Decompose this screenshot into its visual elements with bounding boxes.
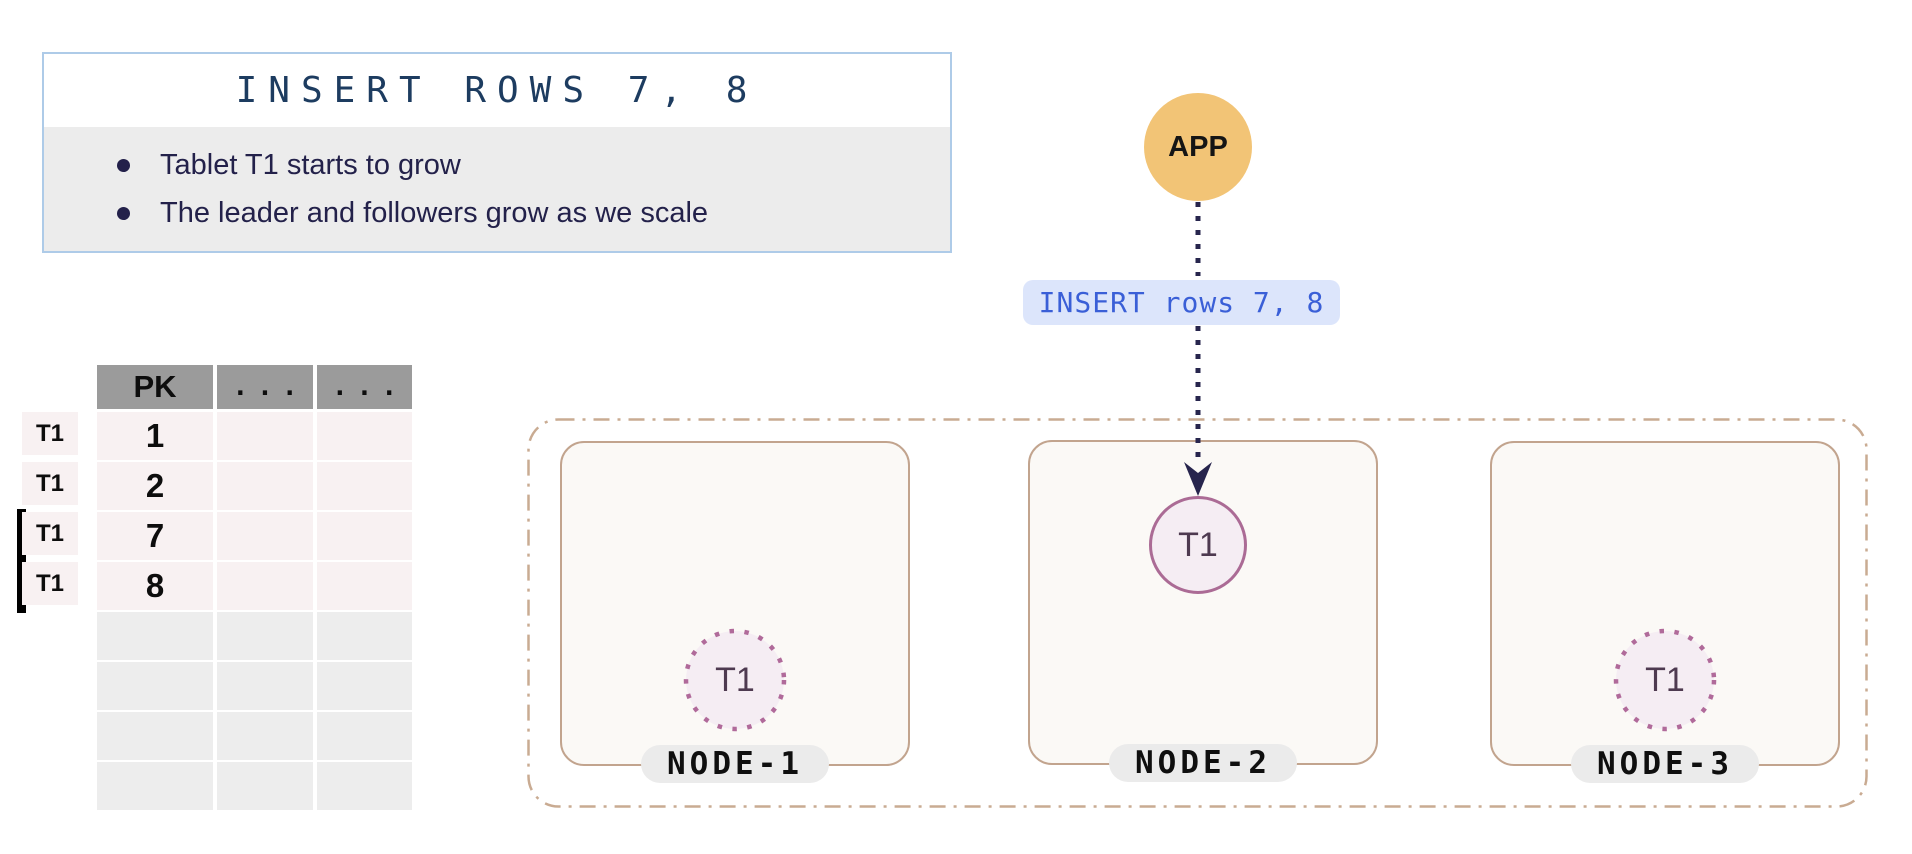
pk-cell: 1 bbox=[97, 412, 213, 460]
table-row-new: T1 7 bbox=[17, 509, 412, 563]
tablet-chip: T1 bbox=[22, 512, 78, 555]
node-2-label: NODE-2 bbox=[1109, 744, 1297, 782]
column-header-ellipsis: ... bbox=[217, 365, 313, 409]
bullet-text: The leader and followers grow as we scal… bbox=[160, 197, 709, 229]
node-2: T1 NODE-2 bbox=[1028, 440, 1378, 782]
bullet-text: Tablet T1 starts to grow bbox=[160, 149, 461, 181]
data-cell bbox=[317, 462, 412, 510]
tablet-t1-follower: T1 bbox=[683, 628, 787, 732]
empty-cell bbox=[217, 662, 313, 710]
new-row-marker bbox=[17, 509, 26, 563]
bullet-item: Tablet T1 starts to grow bbox=[74, 144, 930, 186]
tablet-chip: T1 bbox=[22, 412, 78, 455]
row-label: T1 bbox=[17, 559, 97, 613]
info-box-body: Tablet T1 starts to grow The leader and … bbox=[44, 127, 950, 251]
node-3-label: NODE-3 bbox=[1571, 745, 1759, 783]
tablet-label: T1 bbox=[715, 660, 755, 699]
empty-cell bbox=[217, 762, 313, 810]
app-label: APP bbox=[1168, 130, 1228, 163]
data-cell bbox=[217, 462, 313, 510]
info-box: INSERT ROWS 7, 8 Tablet T1 starts to gro… bbox=[42, 52, 952, 253]
tablet-label: T1 bbox=[1178, 525, 1218, 564]
row-label: T1 bbox=[17, 462, 97, 510]
table-header-row: PK ... ... bbox=[97, 365, 412, 409]
empty-cell bbox=[317, 712, 412, 760]
empty-cell bbox=[217, 612, 313, 660]
insert-request-badge: INSERT rows 7, 8 bbox=[1023, 280, 1340, 325]
bullet-icon bbox=[117, 206, 130, 220]
empty-cell bbox=[317, 762, 412, 810]
tablet-chip: T1 bbox=[22, 462, 78, 505]
empty-cell bbox=[97, 662, 213, 710]
app-node: APP bbox=[1144, 93, 1252, 201]
new-row-marker bbox=[17, 559, 26, 613]
tablet-chip: T1 bbox=[22, 562, 78, 605]
empty-cell bbox=[217, 712, 313, 760]
bullet-item: The leader and followers grow as we scal… bbox=[74, 192, 930, 234]
data-cell bbox=[217, 562, 313, 610]
info-box-title: INSERT ROWS 7, 8 bbox=[235, 70, 759, 111]
node-3: T1 NODE-3 bbox=[1490, 441, 1840, 783]
column-header-pk: PK bbox=[97, 365, 213, 409]
empty-cell bbox=[97, 612, 213, 660]
row-label: T1 bbox=[17, 509, 97, 563]
empty-cell bbox=[317, 662, 412, 710]
data-cell bbox=[217, 512, 313, 560]
tablet-label: T1 bbox=[1645, 660, 1685, 699]
cluster-container: T1 NODE-1 T1 NODE-2 T1 NODE-3 bbox=[527, 418, 1868, 808]
data-cell bbox=[217, 412, 313, 460]
empty-table-row bbox=[17, 662, 412, 710]
row-label: T1 bbox=[17, 412, 97, 460]
bullet-icon bbox=[117, 158, 130, 172]
empty-cell bbox=[97, 762, 213, 810]
cluster-dashed-border-icon bbox=[527, 418, 1868, 808]
empty-table-row bbox=[17, 712, 412, 760]
tablet-t1-leader: T1 bbox=[1149, 496, 1247, 594]
pk-cell: 8 bbox=[97, 562, 213, 610]
pk-cell: 7 bbox=[97, 512, 213, 560]
empty-table-row bbox=[17, 762, 412, 810]
insert-request-label: INSERT rows 7, 8 bbox=[1038, 286, 1325, 319]
pk-cell: 2 bbox=[97, 462, 213, 510]
tablet-t1-follower: T1 bbox=[1613, 628, 1717, 732]
empty-cell bbox=[317, 612, 412, 660]
table-row: T1 2 bbox=[17, 462, 412, 510]
node-1: T1 NODE-1 bbox=[560, 441, 910, 783]
table-row: T1 1 bbox=[17, 412, 412, 460]
empty-cell bbox=[97, 712, 213, 760]
table-row-new: T1 8 bbox=[17, 559, 412, 613]
empty-table-row bbox=[17, 612, 412, 660]
data-cell bbox=[317, 562, 412, 610]
pk-table: PK ... ... T1 1 T1 2 T1 7 bbox=[17, 365, 412, 812]
data-cell bbox=[317, 412, 412, 460]
insert-arrow-icon bbox=[1184, 202, 1212, 496]
node-1-label: NODE-1 bbox=[641, 745, 829, 783]
data-cell bbox=[317, 512, 412, 560]
column-header-ellipsis: ... bbox=[317, 365, 412, 409]
